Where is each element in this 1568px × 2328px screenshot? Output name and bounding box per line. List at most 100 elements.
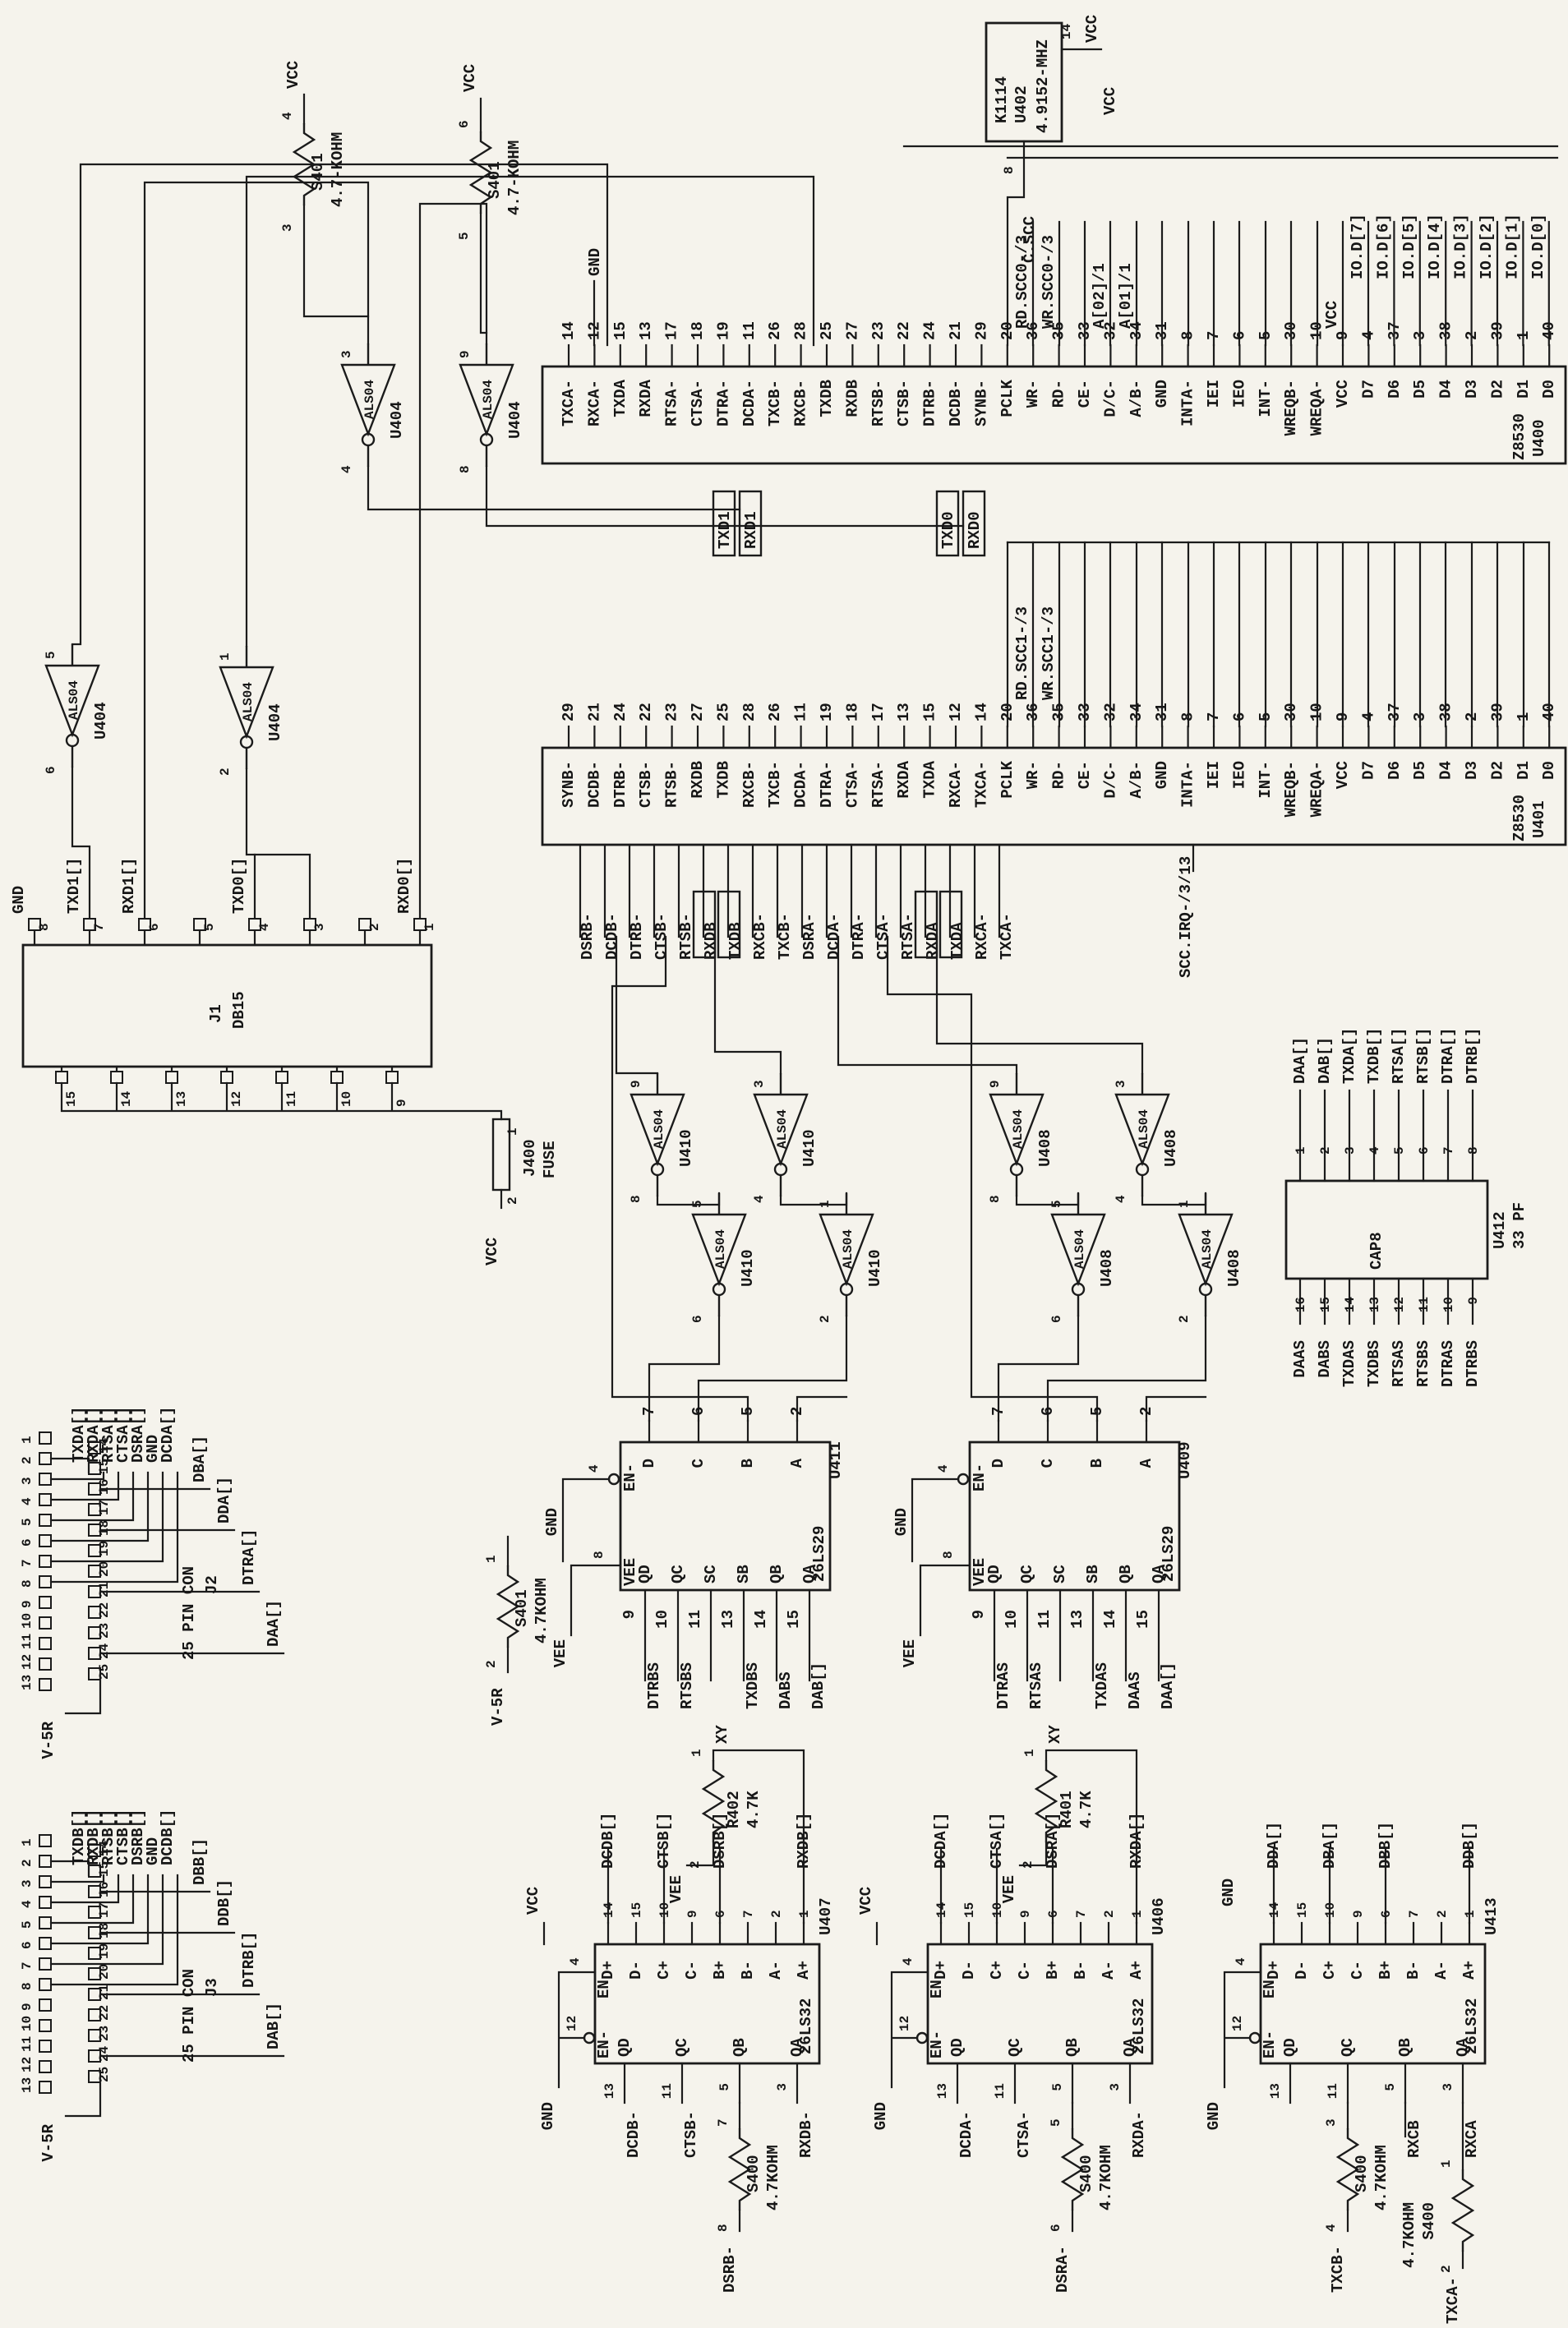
pin-pad <box>303 918 316 931</box>
pin-pad <box>39 1473 52 1486</box>
net-label: DTRBS <box>645 1662 663 1709</box>
pin-label: CTSB- <box>895 380 913 426</box>
label: V-5R <box>39 2123 58 2161</box>
label: 4.7KOHM <box>764 2145 782 2210</box>
pin-label: SB <box>735 1565 753 1584</box>
wire <box>935 935 1144 1075</box>
net-label: RXDA- <box>1130 2111 1148 2158</box>
u411-ref: U411 <box>827 1441 845 1479</box>
pin-pad <box>385 1071 399 1084</box>
label: S401 <box>309 153 327 191</box>
pin-label: 10 <box>20 2016 35 2031</box>
pin-number: 22 <box>637 703 655 721</box>
net-label: DCDA[] <box>932 1813 950 1869</box>
wire <box>71 163 609 646</box>
pin-number: 25 <box>714 703 732 721</box>
label: GND <box>543 1508 561 1536</box>
net-label: RTSBS <box>1414 1340 1432 1387</box>
label: 12 <box>1230 2016 1245 2031</box>
label: VEE <box>1000 1875 1018 1903</box>
pin-number: 13 <box>895 703 913 721</box>
pin-label: QD <box>985 1565 1003 1584</box>
pin-label: CE- <box>1076 761 1094 789</box>
pin-number: 19 <box>818 703 836 721</box>
label: TXCB- <box>1329 2246 1347 2293</box>
label: ALS04 <box>67 680 81 720</box>
pin-number: 22 <box>895 321 913 340</box>
label: ALS04 <box>1137 1109 1151 1149</box>
label: 5 <box>44 651 58 659</box>
pin-label: 7 <box>92 923 107 931</box>
label: VCC <box>1101 87 1119 115</box>
routing-top-left <box>71 163 965 920</box>
pin-number: 13 <box>1068 1610 1086 1629</box>
pin-number: 2 <box>788 1407 806 1416</box>
pin-label: D/C- <box>1101 761 1119 799</box>
pin-number: 16 <box>1294 1297 1308 1312</box>
label: RTSA[] <box>99 1407 118 1463</box>
pin-label: 13 <box>20 2077 35 2093</box>
u407-ref: U407 <box>817 1897 835 1935</box>
pin-label: SB <box>1084 1565 1102 1584</box>
pin-label: 7 <box>20 1962 35 1970</box>
wire <box>886 935 1099 1422</box>
label: XY <box>713 1725 731 1744</box>
pin-label: D1 <box>1515 761 1533 780</box>
pin-label: 14 <box>97 1840 112 1856</box>
cscc-net-label: C.SCC <box>1021 216 1039 263</box>
label: V-5R <box>489 1688 507 1726</box>
label: 4.7K <box>1077 1791 1095 1828</box>
pin-number: 17 <box>663 321 681 340</box>
u400-ref: U400 <box>1530 419 1548 457</box>
boxed-net-labels: TXD1 RXD1 TXD0 RXD0 <box>712 490 986 557</box>
label: R401 <box>1058 1791 1076 1828</box>
label: 4.7K <box>745 1791 763 1828</box>
net-label: RTSA[] <box>1390 1028 1408 1084</box>
net-label: DTRB[] <box>1464 1028 1482 1084</box>
pin-label: RXCB- <box>792 380 810 426</box>
label: 4 <box>936 1464 951 1473</box>
pin-label: DCDB- <box>585 761 603 808</box>
label: 6 <box>44 766 58 774</box>
pin-number: 14 <box>752 1610 770 1629</box>
pin-label: C <box>1039 1459 1057 1468</box>
net-label: CTSA[] <box>988 1813 1006 1869</box>
pin-label: QA <box>788 2038 806 2057</box>
pin-label: DCDB- <box>947 380 965 426</box>
label: RXD0 <box>966 511 984 549</box>
pin-number: 13 <box>637 321 655 340</box>
net-label: RXCB <box>1405 2120 1423 2158</box>
pin-label: A+ <box>1128 1961 1146 1980</box>
label: RXD1[] <box>120 858 138 914</box>
wire <box>717 890 741 959</box>
pin-label: QC <box>673 2038 691 2057</box>
pin-number: 15 <box>921 703 939 721</box>
label: RXDA[] <box>85 1407 103 1463</box>
label: EN <box>595 1980 613 1998</box>
pin-label: QB <box>731 2038 749 2057</box>
wire <box>606 1847 722 1925</box>
label: 4 <box>587 1464 602 1473</box>
pin-number: 19 <box>714 321 732 340</box>
label: DDA[] <box>215 1477 233 1524</box>
wire <box>712 490 736 557</box>
net-label: TXDAS <box>1340 1340 1358 1387</box>
pin-pad <box>39 1575 52 1588</box>
pin-label: 24 <box>97 1643 112 1659</box>
pin-label: D6 <box>1386 761 1404 780</box>
pin-label: CTSB- <box>637 761 655 808</box>
u406-part: 26LS32 <box>1130 1998 1148 2054</box>
label: 6 <box>457 120 472 128</box>
wire <box>1248 2031 1261 2044</box>
net-label: DCDB[] <box>599 1813 617 1869</box>
label: V-5R <box>39 1721 58 1759</box>
wire <box>143 181 370 920</box>
label: GND <box>539 2102 557 2130</box>
pin-label: QC <box>1006 2038 1024 2057</box>
pin-number: 7 <box>640 1407 658 1416</box>
pin-label: TXCB- <box>776 913 794 960</box>
pin-label: D+ <box>932 1961 950 1980</box>
pin-number: 29 <box>972 321 990 340</box>
pin-label: 8 <box>37 923 52 931</box>
